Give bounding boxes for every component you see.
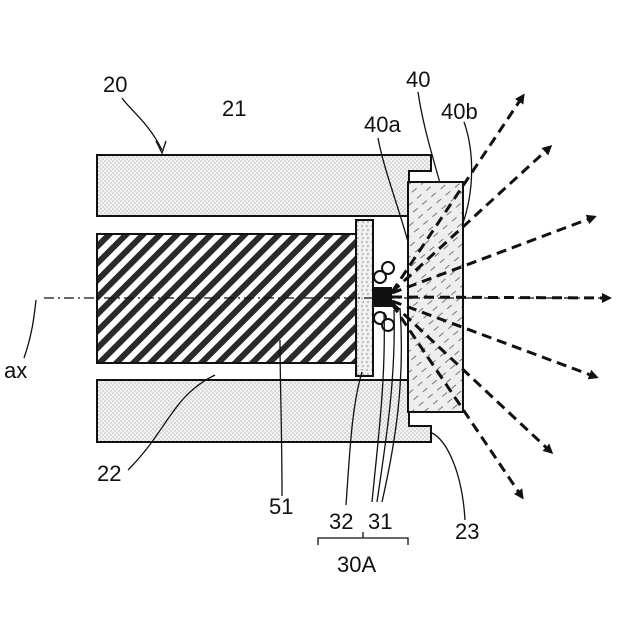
label-32: 32 bbox=[329, 509, 353, 534]
label-22: 22 bbox=[97, 461, 121, 486]
housing-top-21 bbox=[97, 155, 431, 216]
label-40b: 40b bbox=[441, 99, 478, 124]
label-31: 31 bbox=[368, 509, 392, 534]
label-51: 51 bbox=[269, 494, 293, 519]
label-40a: 40a bbox=[364, 112, 401, 137]
label-30A: 30A bbox=[337, 552, 376, 577]
label-40: 40 bbox=[406, 67, 430, 92]
label-23: 23 bbox=[455, 519, 479, 544]
label-ax: ax bbox=[4, 358, 27, 383]
label-21: 21 bbox=[222, 96, 246, 121]
label-20: 20 bbox=[103, 72, 127, 97]
